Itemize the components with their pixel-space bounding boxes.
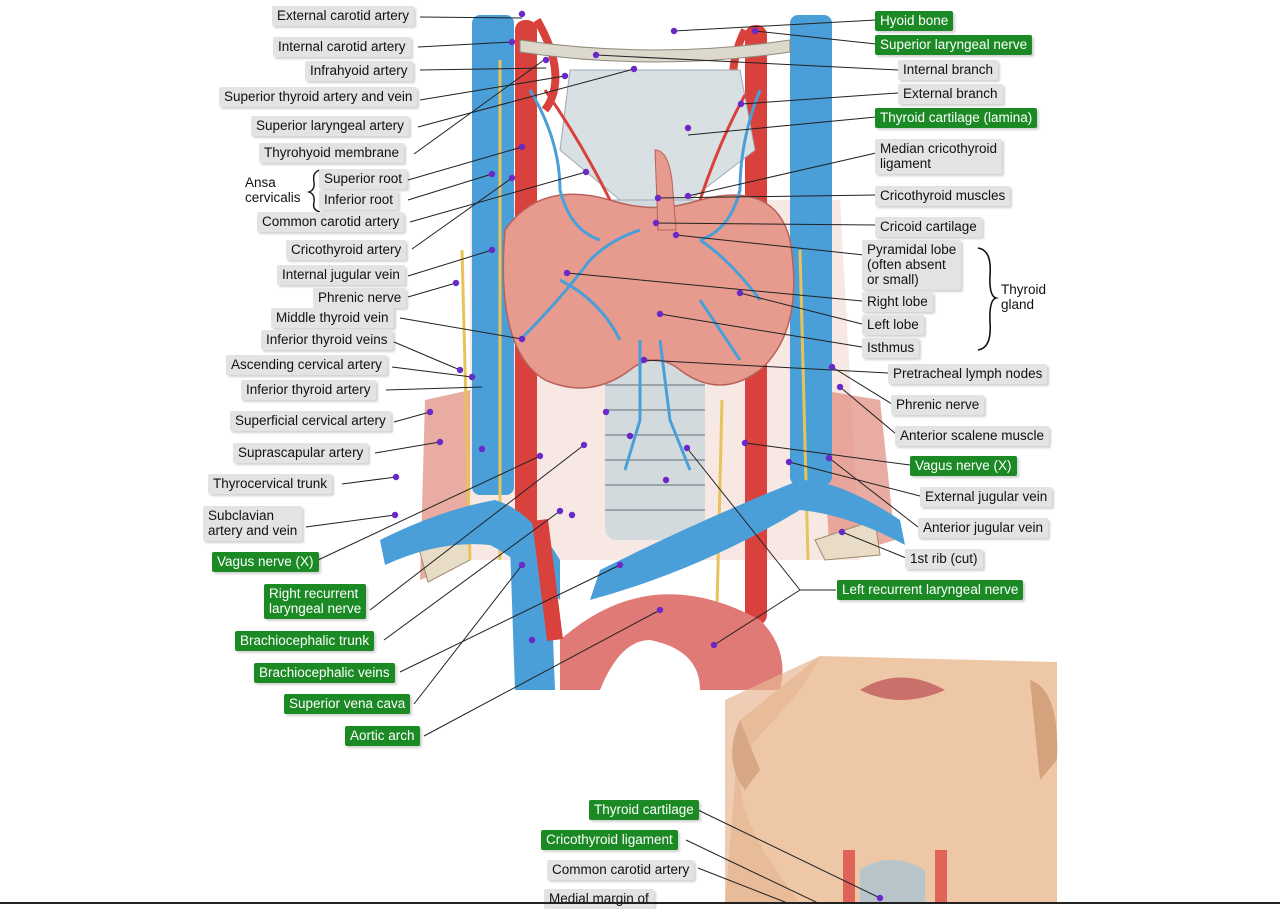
label-pretracheal-lymph-nodes: Pretracheal lymph nodes [888, 364, 1048, 384]
label-ascending-cervical-artery: Ascending cervical artery [226, 355, 387, 375]
pyramidal-lobe [654, 149, 677, 231]
label-inset-thyroid-cartilage: Thyroid cartilage [589, 800, 699, 820]
label-internal-jugular-vein: Internal jugular vein [277, 265, 405, 285]
label-left-recurrent-laryngeal-nerve: Left recurrent laryngeal nerve [837, 580, 1024, 600]
label-external-carotid-artery: External carotid artery [272, 6, 415, 26]
label-brachiocephalic-veins: Brachiocephalic veins [254, 663, 395, 683]
neck-dissection-figure [380, 15, 905, 691]
label-internal-branch: Internal branch [898, 60, 999, 80]
right-subclavian-vein [380, 500, 560, 600]
trachea [605, 360, 705, 540]
label-common-carotid-artery: Common carotid artery [257, 212, 405, 232]
label-pyramidal-lobe: Pyramidal lobe (often absent or small) [862, 240, 962, 290]
label-external-jugular-vein: External jugular vein [920, 487, 1053, 507]
label-ansa-cervicalis: Ansa cervicalis [245, 175, 301, 205]
label-thyroid-gland: Thyroid gland [1001, 282, 1047, 312]
ansa-brace [306, 169, 321, 213]
label-vagus-nerve-left: Vagus nerve (X) [212, 552, 319, 572]
label-thyroid-cartilage-lamina: Thyroid cartilage (lamina) [875, 108, 1038, 128]
inset-thyroid-cartilage [860, 860, 925, 904]
label-inferior-root: Inferior root [319, 190, 399, 210]
label-superior-root: Superior root [319, 169, 408, 189]
label-thyrocervical-trunk: Thyrocervical trunk [208, 474, 333, 494]
label-right-lobe: Right lobe [862, 292, 933, 312]
label-vagus-nerve-right: Vagus nerve (X) [910, 456, 1017, 476]
label-cricothyroid-muscles: Cricothyroid muscles [875, 186, 1011, 206]
label-superior-thyroid-artery-vein: Superior thyroid artery and vein [219, 87, 418, 107]
leader-lines [305, 16, 921, 904]
pins [391, 10, 884, 902]
left-brachiocephalic-vein [590, 480, 905, 600]
label-median-cricothyroid-ligament: Median cricothyroid ligament [875, 139, 1003, 174]
label-anterior-scalene-muscle: Anterior scalene muscle [895, 426, 1050, 446]
neck-skin [725, 656, 1057, 904]
surface-anatomy-inset [725, 656, 1058, 904]
label-left-lobe: Left lobe [862, 315, 924, 335]
label-infrahyoid-artery: Infrahyoid artery [305, 61, 413, 81]
lips [860, 677, 945, 700]
label-hyoid-bone: Hyoid bone [875, 11, 954, 31]
label-superior-vena-cava: Superior vena cava [284, 694, 411, 714]
label-superficial-cervical-artery: Superficial cervical artery [230, 411, 391, 431]
label-superior-laryngeal-artery: Superior laryngeal artery [251, 116, 409, 136]
label-phrenic-nerve-left: Phrenic nerve [313, 288, 407, 308]
label-inset-medial-margin: Medial margin of [544, 889, 654, 909]
label-inset-common-carotid-artery: Common carotid artery [547, 860, 695, 880]
label-brachiocephalic-trunk: Brachiocephalic trunk [235, 631, 375, 651]
label-thyrohyoid-membrane: Thyrohyoid membrane [259, 143, 405, 163]
label-superior-laryngeal-nerve: Superior laryngeal nerve [875, 35, 1033, 55]
thyroid-gland-brace [977, 247, 999, 351]
label-inferior-thyroid-veins: Inferior thyroid veins [261, 330, 393, 350]
label-cricoid-cartilage: Cricoid cartilage [875, 217, 982, 237]
label-phrenic-nerve-right: Phrenic nerve [891, 395, 985, 415]
hyoid-bone [519, 39, 791, 63]
aortic-arch [560, 594, 783, 690]
label-right-recurrent-laryngeal-nerve: Right recurrent laryngeal nerve [264, 584, 367, 619]
label-suprascapular-artery: Suprascapular artery [233, 443, 369, 463]
label-anterior-jugular-vein: Anterior jugular vein [918, 518, 1049, 538]
ear [732, 720, 760, 790]
left-internal-jugular-vein [790, 15, 832, 485]
thyroid-gland [502, 193, 795, 389]
label-external-branch: External branch [898, 84, 1003, 104]
right-internal-jugular-vein [472, 15, 514, 495]
label-inferior-thyroid-artery: Inferior thyroid artery [241, 380, 376, 400]
label-subclavian-artery-vein: Subclavian artery and vein [203, 506, 303, 541]
label-internal-carotid-artery: Internal carotid artery [273, 37, 411, 57]
bottom-rule [0, 902, 1280, 904]
label-middle-thyroid-vein: Middle thyroid vein [271, 308, 394, 328]
label-aortic-arch: Aortic arch [345, 726, 420, 746]
label-cricothyroid-artery: Cricothyroid artery [286, 240, 407, 260]
label-isthmus: Isthmus [862, 338, 920, 358]
label-1st-rib-cut: 1st rib (cut) [905, 549, 983, 569]
label-inset-cricothyroid-ligament: Cricothyroid ligament [541, 830, 678, 850]
